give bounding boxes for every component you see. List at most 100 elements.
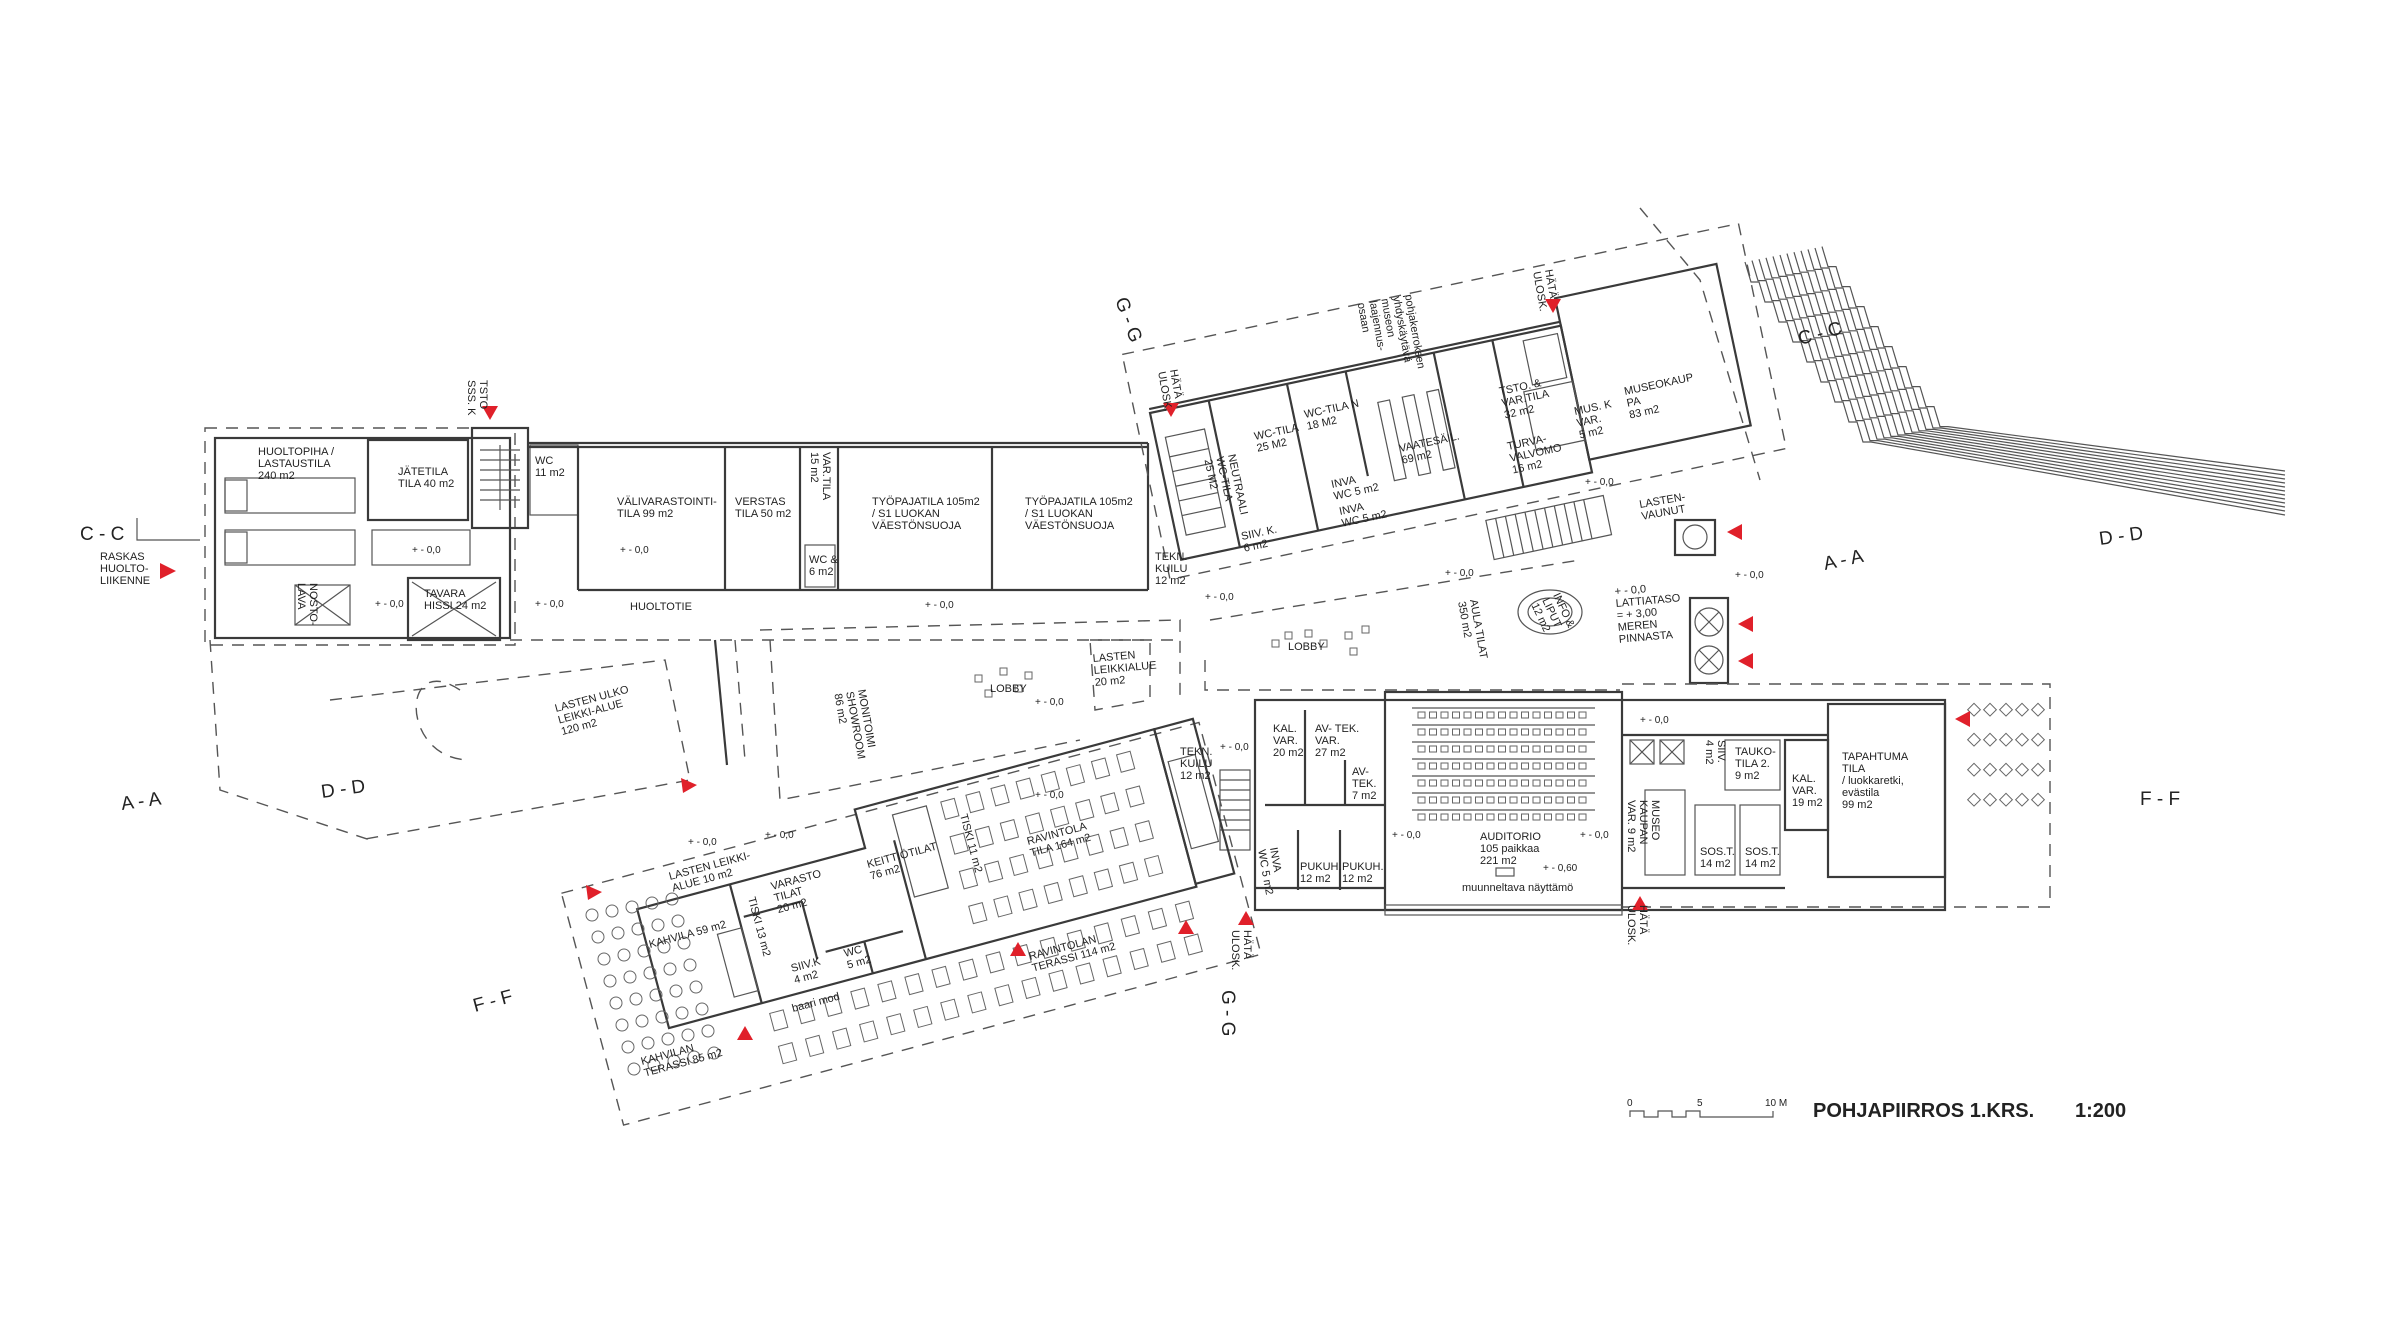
lobby-chair bbox=[974, 674, 983, 683]
cafe-table bbox=[597, 952, 611, 966]
lobby-chair bbox=[1361, 625, 1370, 634]
restaurant-table bbox=[1059, 840, 1079, 863]
seat bbox=[1452, 728, 1460, 736]
cafe-table bbox=[667, 1054, 681, 1068]
label-line: 14 m2 bbox=[1745, 858, 1776, 870]
scale-bar: 0 5 10 M bbox=[1627, 1098, 1787, 1118]
label-line: MUSEOKAUP bbox=[1623, 372, 1694, 398]
level-mark: + - 0,0 bbox=[1205, 592, 1234, 603]
label-line: 221 m2 bbox=[1480, 855, 1517, 867]
level-mark: + - 0,0 bbox=[925, 600, 954, 611]
label-wc25: WC-TILA25 M2 bbox=[1253, 422, 1303, 455]
label-line: 240 m2 bbox=[258, 470, 295, 482]
cafe-table bbox=[669, 984, 683, 998]
seat bbox=[1486, 779, 1495, 787]
terrace-table bbox=[1120, 915, 1141, 938]
lobby-chair bbox=[1304, 629, 1313, 638]
label-line: HUOLTOPIHA / bbox=[258, 446, 335, 458]
label-line: VAR. bbox=[1576, 413, 1603, 430]
seat bbox=[1544, 796, 1552, 804]
seat bbox=[1578, 779, 1587, 787]
terrace-table bbox=[1998, 762, 2014, 777]
seat bbox=[1452, 711, 1460, 719]
label-line: TEKN. bbox=[1155, 551, 1187, 563]
level-mark: + - 0,0 bbox=[412, 545, 441, 556]
seat bbox=[1498, 796, 1506, 804]
seat bbox=[1532, 728, 1541, 736]
cafe-table bbox=[661, 1032, 675, 1046]
label-line: / S1 LUOKAN bbox=[872, 508, 940, 520]
terrace-table bbox=[2030, 762, 2046, 777]
exit-arrow bbox=[737, 1026, 753, 1040]
terrace-table bbox=[831, 1027, 852, 1050]
cafe-table bbox=[645, 896, 659, 910]
exit-arrow bbox=[586, 885, 602, 900]
label-line: VAR. bbox=[1273, 735, 1298, 747]
label-nostolava: NOSTO-LAVA bbox=[295, 583, 319, 626]
cafe-table bbox=[671, 914, 685, 928]
seat bbox=[1475, 711, 1483, 719]
label-line: SIIV. bbox=[1715, 740, 1727, 763]
restaurant-table bbox=[1018, 888, 1038, 911]
label-line: VÄESTÖNSUOJA bbox=[1025, 520, 1115, 532]
level-mark: + - 0,0 bbox=[535, 599, 564, 610]
restaurant-table bbox=[1040, 770, 1061, 794]
terrace-table bbox=[777, 1042, 798, 1065]
label-kahvila: KAHVILA 59 m2 bbox=[648, 919, 728, 951]
label-line: 6 m2 bbox=[809, 566, 833, 578]
label-line: HÄTÄ bbox=[1542, 268, 1559, 300]
seat bbox=[1532, 796, 1541, 804]
seat bbox=[1578, 728, 1587, 736]
restaurant-table bbox=[1024, 812, 1045, 835]
step-line bbox=[1765, 257, 2286, 504]
label-siiv4: SIIV.4 m2 bbox=[1703, 740, 1727, 764]
label-nayttamo: muunneltava näyttämö bbox=[1462, 882, 1573, 894]
terrace-steps bbox=[1744, 246, 2286, 516]
label-line: INVA bbox=[1267, 846, 1283, 873]
terrace-table bbox=[1066, 929, 1086, 952]
label-line: VÄLIVARASTOINTI- bbox=[617, 496, 717, 508]
label-note: pohjakerroksenyhdyskäytävämuseonlaajennu… bbox=[1355, 293, 1427, 377]
terrace-table bbox=[2030, 732, 2046, 747]
terrace-table bbox=[1966, 762, 1982, 777]
label-line: KAHVILA 59 m2 bbox=[648, 919, 728, 951]
label-huoltotie: HUOLTOTIE bbox=[630, 601, 692, 613]
museum-stairs bbox=[1164, 428, 1227, 536]
terrace-table bbox=[2014, 792, 2030, 807]
label-line: TAVARA bbox=[424, 588, 466, 600]
label-line: / luokkaretki, bbox=[1842, 775, 1904, 787]
cafe-table bbox=[603, 974, 617, 988]
seat bbox=[1521, 711, 1529, 719]
cafe-table bbox=[681, 1028, 695, 1042]
label-line: LEIKKIALUE bbox=[1093, 659, 1157, 676]
step-line bbox=[1814, 247, 2286, 476]
seat bbox=[1440, 796, 1449, 804]
label-line: 86 m2 bbox=[831, 693, 848, 725]
terrace-table bbox=[1998, 732, 2014, 747]
label-line: WC bbox=[843, 944, 864, 960]
terrace-table bbox=[2030, 792, 2046, 807]
exit-arrow bbox=[160, 563, 176, 579]
restaurant-table bbox=[1015, 777, 1035, 800]
label-line: RASKAS bbox=[100, 551, 145, 563]
label-line: TAUKO- bbox=[1735, 746, 1776, 758]
label-line: LATTIATASO bbox=[1615, 592, 1681, 610]
auditorium-seating bbox=[1412, 707, 1595, 821]
label-ravterassi: RAVINTOLANTERASSI 114 m2 bbox=[1028, 929, 1117, 974]
seat bbox=[1555, 711, 1564, 719]
seat bbox=[1463, 745, 1472, 753]
restaurant-table bbox=[1143, 854, 1164, 878]
label-line: TILA 2. bbox=[1735, 758, 1770, 770]
section-aa-left: A - A bbox=[120, 789, 163, 815]
label-line: 20 m2 bbox=[1273, 747, 1304, 759]
label-inva2: INVAWC 5 m2 bbox=[1338, 497, 1388, 530]
label-musk: MUS. KVAR.5 m2 bbox=[1573, 398, 1618, 441]
seat bbox=[1486, 745, 1495, 753]
label-line: INVA bbox=[1338, 501, 1365, 518]
seat bbox=[1463, 796, 1472, 804]
label-line: LIIKENNE bbox=[100, 575, 150, 587]
